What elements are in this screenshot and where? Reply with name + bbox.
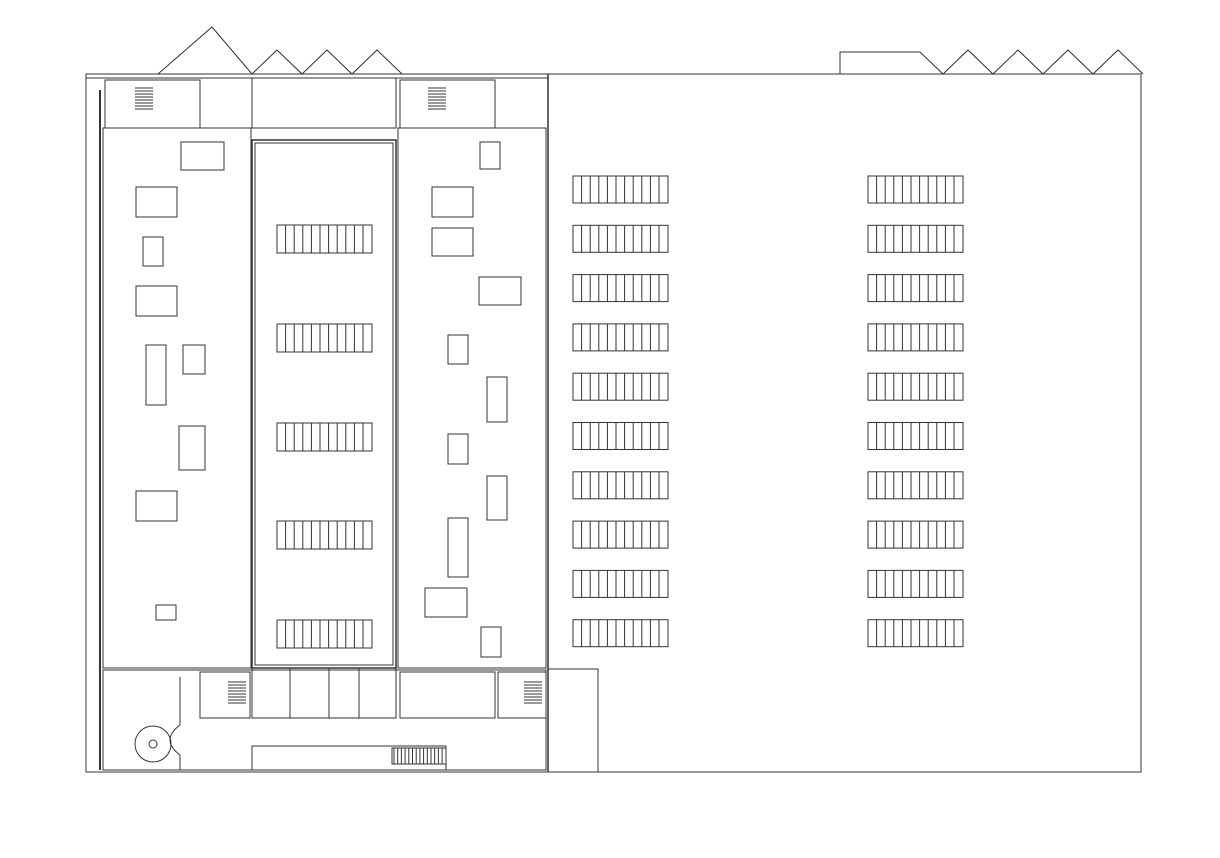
storage-rack — [867, 323, 964, 352]
storage-rack — [572, 372, 669, 401]
rack-outline — [572, 520, 669, 549]
room — [178, 425, 206, 471]
room — [447, 334, 469, 365]
rack-outline — [572, 372, 669, 401]
core-south-left — [199, 671, 251, 719]
central-hall-inner — [254, 142, 394, 666]
storage-rack — [276, 619, 373, 649]
room — [142, 236, 164, 267]
storage-rack — [572, 569, 669, 598]
storage-rack — [572, 619, 669, 648]
storage-rack — [867, 175, 964, 204]
room — [182, 344, 206, 375]
storage-rack — [572, 471, 669, 500]
spiral-stair — [134, 725, 172, 763]
roof-outline-left — [157, 26, 403, 75]
core-south-right — [497, 671, 547, 719]
storage-rack — [867, 422, 964, 450]
rack-outline — [867, 323, 964, 352]
storage-rack — [276, 224, 373, 254]
storage-rack — [276, 323, 373, 353]
room — [486, 376, 508, 423]
rack-outline — [276, 323, 373, 353]
room — [431, 227, 474, 257]
storage-rack — [867, 619, 964, 648]
rack-outline — [867, 274, 964, 303]
room — [135, 285, 178, 317]
rack-outline — [867, 422, 964, 450]
storage-rack — [276, 422, 373, 452]
storage-rack — [276, 520, 373, 550]
room — [180, 141, 225, 171]
stairs — [135, 87, 542, 764]
storage-rack — [572, 323, 669, 352]
room — [155, 604, 177, 621]
room — [431, 186, 474, 218]
stair-core-north-left — [104, 79, 201, 129]
roof-outline-right — [839, 49, 1144, 75]
building-outline — [85, 73, 1142, 773]
spiral-stair-core — [148, 739, 158, 749]
storage-racks — [276, 175, 964, 649]
rack-outline — [572, 323, 669, 352]
rack-outline — [572, 224, 669, 253]
south-offices — [251, 667, 397, 719]
room — [479, 141, 501, 170]
rack-outline — [867, 471, 964, 500]
room — [447, 433, 469, 465]
rack-outline — [572, 422, 669, 450]
storage-rack — [572, 520, 669, 549]
rack-outline — [572, 471, 669, 500]
rack-outline — [867, 520, 964, 549]
rack-outline — [276, 619, 373, 649]
rack-outline — [572, 569, 669, 598]
rack-outline — [867, 372, 964, 401]
rack-outline — [276, 520, 373, 550]
room — [145, 344, 167, 406]
rooms — [135, 141, 522, 658]
storage-rack — [572, 224, 669, 253]
core-south-mid — [399, 671, 496, 719]
rack-outline — [867, 569, 964, 598]
storage-rack — [572, 175, 669, 204]
north-bay — [251, 77, 397, 129]
storage-rack — [572, 422, 669, 450]
room — [478, 276, 522, 306]
storage-rack — [867, 569, 964, 598]
rack-outline — [276, 224, 373, 254]
rack-outline — [572, 619, 669, 648]
counter — [251, 745, 447, 771]
room — [486, 475, 508, 521]
rack-outline — [276, 422, 373, 452]
annex — [547, 668, 599, 773]
south-zone — [102, 669, 547, 771]
storage-rack — [867, 274, 964, 303]
room — [424, 587, 468, 618]
rack-outline — [867, 175, 964, 204]
central-hall — [251, 139, 397, 669]
storage-rack — [867, 520, 964, 549]
lobby-curve-wall — [169, 677, 181, 770]
room — [447, 517, 469, 578]
stair-core-north-right — [399, 79, 496, 129]
rack-outline — [867, 619, 964, 648]
storage-rack — [867, 471, 964, 500]
storage-rack — [867, 224, 964, 253]
storage-rack — [867, 372, 964, 401]
right-hall — [397, 127, 547, 669]
rack-outline — [572, 175, 669, 204]
room — [480, 626, 502, 658]
stair-south — [391, 747, 447, 765]
rack-outline — [867, 224, 964, 253]
rack-outline — [572, 274, 669, 303]
room — [135, 186, 178, 218]
room — [135, 490, 178, 522]
storage-rack — [572, 274, 669, 303]
